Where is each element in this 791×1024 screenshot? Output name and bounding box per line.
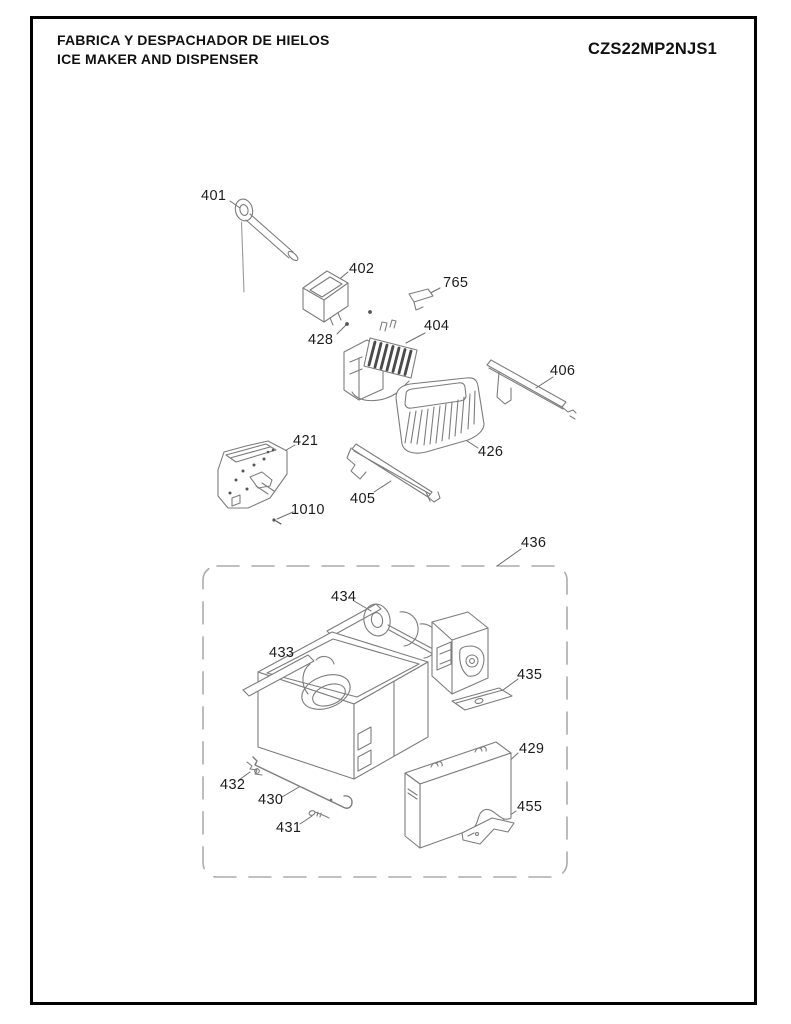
part-label-435: 435 (517, 667, 543, 683)
assembly-group-436-outline (203, 566, 567, 877)
part-motor-module (432, 612, 488, 694)
part-765-clip (409, 289, 433, 310)
part-430-wire-arm (253, 757, 352, 808)
part-426-tray (396, 378, 484, 453)
part-429-bucket-cover (405, 742, 511, 848)
part-label-401: 401 (201, 188, 227, 204)
part-455-wedge-plate (462, 818, 514, 844)
part-435-bracket (452, 688, 512, 710)
leader-line-434 (354, 601, 371, 611)
part-label-406: 406 (550, 363, 576, 379)
part-label-436: 436 (521, 535, 547, 551)
part-404-ice-maker (344, 320, 417, 401)
leader-line-428 (337, 325, 346, 334)
part-label-404: 404 (424, 318, 450, 334)
part-406-rail (487, 360, 576, 419)
leader-line-401 (230, 201, 240, 208)
part-label-433: 433 (269, 645, 295, 661)
part-label-405: 405 (350, 491, 376, 507)
part-label-1010: 1010 (291, 502, 325, 518)
leader-line-431 (300, 816, 312, 824)
part-label-431: 431 (276, 820, 302, 836)
page-border (30, 16, 757, 1005)
title-english: ICE MAKER AND DISPENSER (57, 51, 259, 67)
leader-line-436 (497, 549, 521, 566)
part-401-fill-tube (233, 197, 299, 292)
part-label-455: 455 (517, 799, 543, 815)
leader-line-432 (239, 772, 250, 780)
part-402-bracket (303, 271, 348, 325)
part-label-434: 434 (331, 589, 357, 605)
part-label-429: 429 (519, 741, 545, 757)
part-432-spring-clip (247, 762, 262, 775)
leader-line-1010 (277, 512, 293, 519)
part-1010-screw (272, 518, 281, 524)
part-421-mounting-plate (218, 441, 287, 508)
part-label-426: 426 (478, 444, 504, 460)
part-label-430: 430 (258, 792, 284, 808)
part-428-screws (345, 310, 372, 326)
part-label-402: 402 (349, 261, 375, 277)
model-number: CZS22MP2NJS1 (588, 40, 717, 58)
page-title: FABRICA Y DESPACHADOR DE HIELOS ICE MAKE… (57, 31, 330, 69)
part-label-765: 765 (443, 275, 469, 291)
leader-line-405 (374, 481, 391, 492)
part-label-421: 421 (293, 433, 319, 449)
part-431-screw (308, 810, 329, 818)
part-label-432: 432 (220, 777, 246, 793)
leader-line-430 (282, 787, 299, 797)
part-label-428: 428 (308, 332, 334, 348)
title-spanish: FABRICA Y DESPACHADOR DE HIELOS (57, 32, 330, 48)
part-405-rail (347, 444, 440, 502)
part-433-ice-bucket (243, 604, 428, 779)
leader-line-404 (406, 333, 425, 343)
